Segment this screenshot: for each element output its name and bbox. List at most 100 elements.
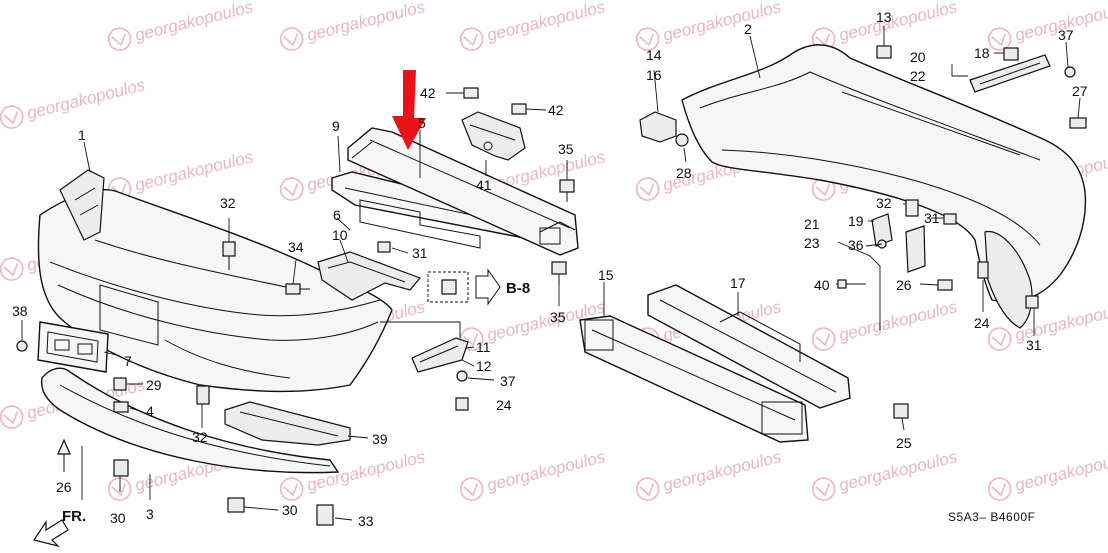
washer-28[interactable] [675, 133, 689, 147]
bolt-40[interactable] [837, 279, 866, 289]
clip-32-front[interactable] [222, 241, 236, 270]
bolt-35-upper[interactable] [559, 179, 575, 202]
clip-4[interactable] [113, 401, 129, 413]
watermark-stamp: georgakopoulos [279, 0, 427, 51]
front-under-cover-plate[interactable] [224, 401, 351, 446]
label-part-18: 18 [974, 45, 990, 61]
watermark-text: georgakopoulos [1013, 447, 1108, 495]
watermark-stamp: georgakopoulos [987, 0, 1108, 51]
label-part-38: 38 [12, 303, 28, 319]
watermark-logo-icon [987, 327, 1012, 351]
watermark-logo-icon [987, 27, 1012, 51]
screw-37-rear[interactable] [1064, 66, 1076, 78]
rear-bumper-beam[interactable] [647, 284, 851, 409]
front-bumper-beam[interactable] [347, 127, 579, 256]
clip-26-front[interactable] [57, 438, 71, 466]
clip-31-front[interactable] [377, 241, 391, 253]
label-part-24-front: 24 [496, 397, 512, 413]
clip-13[interactable] [876, 45, 892, 59]
front-bumper-cover[interactable] [37, 169, 393, 393]
rear-side-bracket[interactable] [871, 213, 926, 273]
clip-18[interactable] [1003, 47, 1019, 61]
watermark-logo-icon [279, 177, 304, 201]
label-part-32-front: 32 [220, 195, 236, 211]
clip-31-rear-lower[interactable] [1025, 295, 1039, 309]
label-part-40: 40 [814, 277, 830, 293]
front-lower-spoiler[interactable] [40, 367, 340, 474]
bolt-25[interactable] [893, 403, 909, 419]
label-part-26-rear: 26 [896, 277, 912, 293]
label-part-3: 3 [146, 506, 154, 522]
front-side-bracket-left[interactable] [317, 251, 422, 301]
watermark-text: georgakopoulos [305, 0, 427, 45]
label-part-33: 33 [358, 513, 374, 529]
bolt-27[interactable] [1069, 117, 1087, 129]
label-part-31-rear-lower: 31 [1026, 337, 1042, 353]
watermark-logo-icon [811, 477, 836, 501]
watermark-stamp: georgakopoulos [459, 447, 607, 501]
rear-bumper-cover[interactable] [681, 44, 1087, 329]
clip-33[interactable] [316, 504, 334, 526]
label-part-6: 6 [333, 207, 341, 223]
label-part-22: 22 [910, 68, 926, 84]
front-bumper-mount-bracket[interactable] [461, 111, 526, 161]
watermark-logo-icon [459, 477, 484, 501]
label-part-35-lower: 35 [550, 309, 566, 325]
clip-31-rear-upper[interactable] [943, 213, 957, 225]
screw-37-front[interactable] [456, 370, 468, 382]
watermark-text: georgakopoulos [837, 0, 959, 45]
screw-38[interactable] [16, 340, 28, 352]
leader-lines [21, 26, 1081, 521]
front-side-bracket-right[interactable] [411, 337, 469, 373]
watermark-logo-icon [635, 177, 660, 201]
label-part-13: 13 [876, 9, 892, 25]
label-part-37-rear: 37 [1058, 27, 1074, 43]
watermark-logo-icon [811, 327, 836, 351]
bolt-30-right[interactable] [227, 497, 245, 513]
label-part-14: 14 [646, 47, 662, 63]
label-part-5: 5 [418, 115, 426, 131]
front-direction-indicator: FR. [33, 508, 86, 548]
watermark-text: georgakopoulos [25, 75, 147, 123]
watermark-logo-icon [279, 27, 304, 51]
watermark-text: georgakopoulos [485, 447, 607, 495]
label-part-39: 39 [372, 431, 388, 447]
nut-42-right[interactable] [511, 103, 527, 115]
label-part-28: 28 [676, 165, 692, 181]
watermark-stamp: georgakopoulos [635, 447, 783, 501]
label-part-15: 15 [598, 267, 614, 283]
label-part-42-right: 42 [548, 102, 564, 118]
label-part-36: 36 [848, 237, 864, 253]
watermark-logo-icon [279, 477, 304, 501]
watermark-logo-icon [0, 105, 24, 129]
fastener-group [16, 45, 1087, 526]
watermark-logo-icon [107, 477, 132, 501]
rear-bumper-bracket[interactable] [639, 111, 677, 143]
label-part-12: 12 [476, 358, 492, 374]
watermark-stamp: georgakopoulos [811, 297, 959, 351]
clip-29[interactable] [113, 377, 127, 391]
bolt-26-rear[interactable] [937, 279, 953, 291]
label-part-32-lower: 32 [192, 429, 208, 445]
label-part-27: 27 [1072, 83, 1088, 99]
watermark-stamp: georgakopoulos [107, 0, 255, 51]
rear-bumper-absorber[interactable] [579, 315, 809, 443]
label-part-4: 4 [146, 403, 154, 419]
label-part-35-upper: 35 [558, 141, 574, 157]
label-part-17: 17 [730, 275, 746, 291]
rear-side-spacer[interactable] [969, 54, 1051, 93]
label-part-23: 23 [804, 235, 820, 251]
clip-32-rear[interactable] [905, 199, 919, 217]
clip-32-lower[interactable] [196, 385, 210, 405]
license-plate-base[interactable] [37, 321, 109, 373]
nut-42-left[interactable] [463, 87, 479, 99]
bolt-35-lower[interactable] [551, 261, 567, 286]
bolt-24-front[interactable] [455, 397, 469, 411]
clip-24-rear[interactable] [977, 261, 989, 279]
clip-30-left[interactable] [113, 459, 129, 477]
label-part-41: 41 [476, 177, 492, 193]
watermark-logo-icon [987, 477, 1012, 501]
label-part-1: 1 [78, 127, 86, 143]
label-part-21: 21 [804, 216, 820, 232]
reference-b8-label: B-8 [506, 280, 530, 297]
